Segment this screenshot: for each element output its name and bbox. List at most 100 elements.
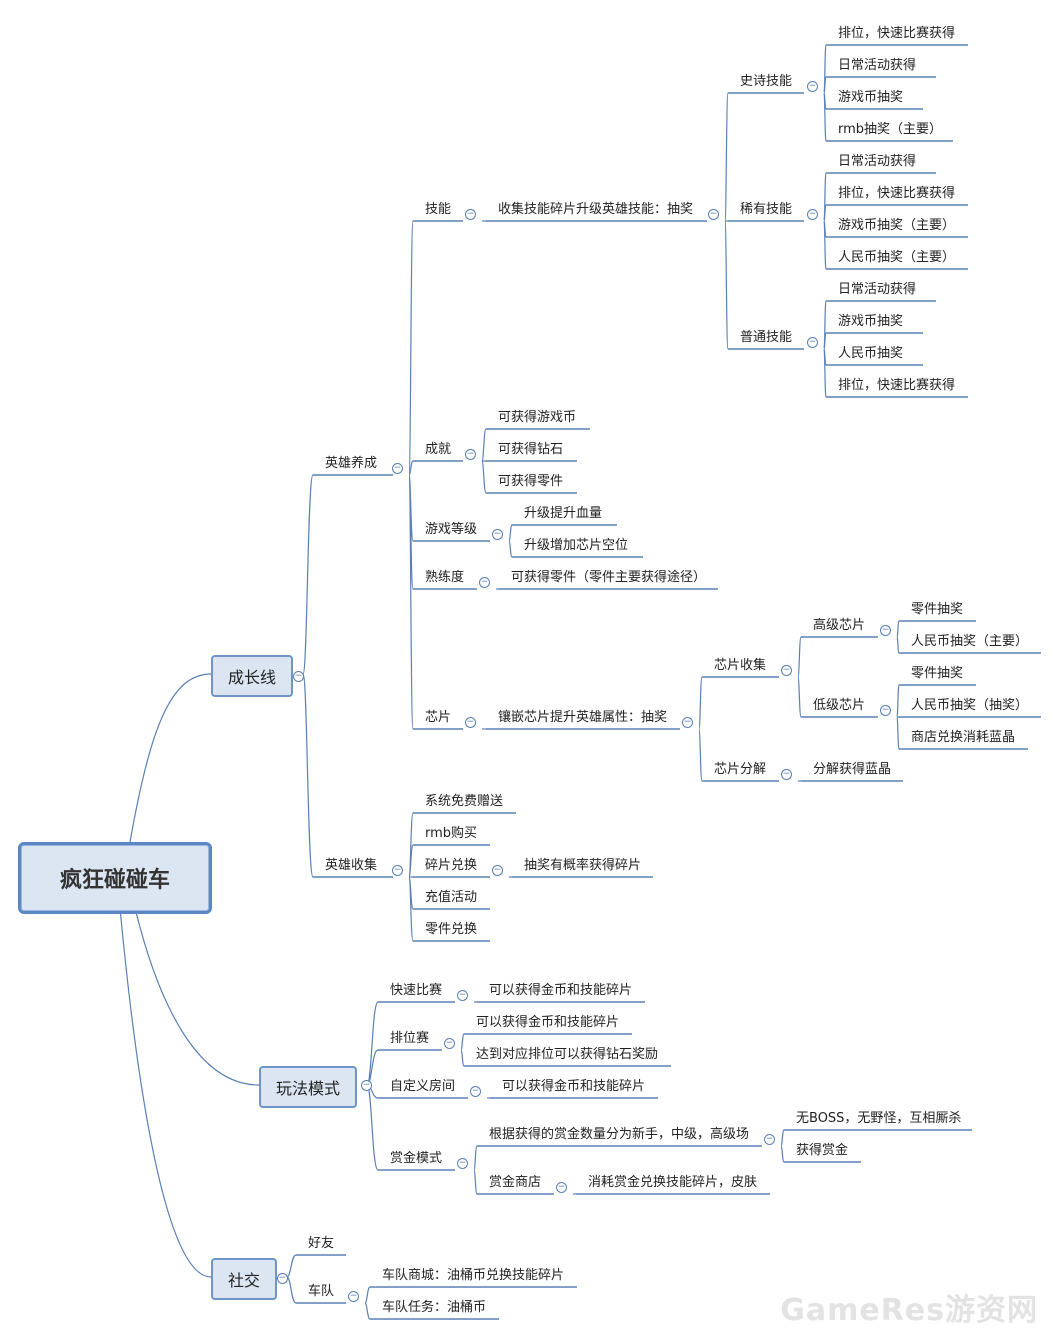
node-custom[interactable]: 自定义房间 [390, 1079, 456, 1094]
collapse-toggle-icon[interactable]: − [444, 1038, 455, 1049]
node-normal-3[interactable]: 人民币抽奖 [838, 346, 904, 361]
node-epic-2[interactable]: 日常活动获得 [838, 58, 917, 73]
collapse-toggle-icon[interactable]: − [293, 671, 304, 682]
node-hero-dev[interactable]: 英雄养成 [325, 456, 378, 471]
node-team-1[interactable]: 车队商城：油桶币兑换技能碎片 [382, 1268, 565, 1283]
node-friends[interactable]: 好友 [308, 1236, 335, 1251]
node-quick-1[interactable]: 可以获得金币和技能碎片 [489, 983, 633, 998]
link-quick [366, 1001, 379, 1086]
node-epic-3[interactable]: 游戏币抽奖 [838, 90, 904, 105]
node-achieve[interactable]: 成就 [425, 442, 452, 457]
collapse-toggle-icon[interactable]: − [880, 625, 891, 636]
node-chip-high-1[interactable]: 零件抽奖 [911, 602, 964, 617]
node-bounty-1-2[interactable]: 获得赏金 [796, 1143, 849, 1158]
collapse-toggle-icon[interactable]: − [479, 577, 490, 588]
node-chip-high-2[interactable]: 人民币抽奖（主要） [911, 634, 1029, 649]
node-custom-1[interactable]: 可以获得金币和技能碎片 [502, 1079, 646, 1094]
node-chip-low-2[interactable]: 人民币抽奖（抽奖） [911, 698, 1029, 713]
collapse-toggle-icon[interactable]: − [807, 81, 818, 92]
node-epic-1[interactable]: 排位，快速比赛获得 [838, 26, 956, 41]
node-chip-low[interactable]: 低级芯片 [813, 698, 866, 713]
collapse-toggle-icon[interactable]: − [781, 665, 792, 676]
collapse-toggle-icon[interactable]: − [764, 1134, 775, 1145]
node-team[interactable]: 车队 [308, 1284, 335, 1299]
node-hc-1[interactable]: 系统免费赠送 [425, 794, 504, 809]
node-hc-4[interactable]: 充值活动 [425, 890, 478, 905]
node-epic[interactable]: 史诗技能 [740, 74, 793, 89]
node-bounty[interactable]: 赏金模式 [390, 1151, 443, 1166]
node-hc-5[interactable]: 零件兑换 [425, 922, 478, 937]
node-social[interactable]: 社交 [211, 1258, 277, 1300]
collapse-toggle-icon[interactable]: − [556, 1182, 567, 1193]
link-epic_4 [823, 92, 827, 142]
collapse-toggle-icon[interactable]: − [392, 463, 403, 474]
node-normal-2[interactable]: 游戏币抽奖 [838, 314, 904, 329]
node-bounty-shop-1[interactable]: 消耗赏金兑换技能碎片，皮肤 [588, 1175, 758, 1190]
node-chip[interactable]: 芯片 [425, 710, 452, 725]
collapse-toggle-icon[interactable]: − [708, 209, 719, 220]
node-chip-low-3[interactable]: 商店兑换消耗蓝晶 [911, 730, 1016, 745]
node-proficiency[interactable]: 熟练度 [425, 570, 465, 585]
node-rare-1[interactable]: 日常活动获得 [838, 154, 917, 169]
node-bounty-1[interactable]: 根据获得的赏金数量分为新手，中级，高级场 [489, 1127, 750, 1142]
node-level-1[interactable]: 升级提升血量 [524, 506, 603, 521]
node-hc-2[interactable]: rmb购买 [425, 826, 478, 841]
link-level_2 [508, 540, 513, 558]
collapse-toggle-icon[interactable]: − [465, 717, 476, 728]
collapse-toggle-icon[interactable]: − [361, 1080, 372, 1091]
node-bounty-1-1[interactable]: 无BOSS，无野怪，互相厮杀 [796, 1111, 962, 1126]
collapse-toggle-icon[interactable]: − [807, 209, 818, 220]
node-epic-4[interactable]: rmb抽奖（主要） [838, 122, 943, 137]
node-chip-high[interactable]: 高级芯片 [813, 618, 866, 633]
node-skill[interactable]: 技能 [425, 202, 452, 217]
node-ranked[interactable]: 排位赛 [390, 1031, 430, 1046]
node-quick[interactable]: 快速比赛 [390, 983, 443, 998]
node-level[interactable]: 游戏等级 [425, 522, 478, 537]
root-node[interactable]: 疯狂碰碰车 [18, 842, 212, 914]
node-achieve-1[interactable]: 可获得游戏币 [498, 410, 577, 425]
collapse-toggle-icon[interactable]: − [492, 529, 503, 540]
node-normal[interactable]: 普通技能 [740, 330, 793, 345]
node-chip-split-1[interactable]: 分解获得蓝晶 [813, 762, 892, 777]
node-achieve-2[interactable]: 可获得钻石 [498, 442, 564, 457]
link-ranked_1 [460, 1033, 465, 1051]
collapse-toggle-icon[interactable]: − [470, 1086, 481, 1097]
node-normal-1[interactable]: 日常活动获得 [838, 282, 917, 297]
node-achieve-3[interactable]: 可获得零件 [498, 474, 564, 489]
node-chip-low-1[interactable]: 零件抽奖 [911, 666, 964, 681]
link-chip_collect [698, 676, 703, 730]
collapse-toggle-icon[interactable]: − [807, 337, 818, 348]
collapse-toggle-icon[interactable]: − [392, 865, 403, 876]
node-modes[interactable]: 玩法模式 [259, 1066, 357, 1108]
collapse-toggle-icon[interactable]: − [465, 209, 476, 220]
collapse-toggle-icon[interactable]: − [682, 717, 693, 728]
collapse-toggle-icon[interactable]: − [457, 990, 468, 1001]
node-level-2[interactable]: 升级增加芯片空位 [524, 538, 629, 553]
node-chip-collect[interactable]: 芯片收集 [714, 658, 767, 673]
collapse-toggle-icon[interactable]: − [457, 1158, 468, 1169]
node-rare[interactable]: 稀有技能 [740, 202, 793, 217]
node-ranked-2[interactable]: 达到对应排位可以获得钻石奖励 [476, 1047, 659, 1062]
node-team-2[interactable]: 车队任务：油桶币 [382, 1300, 487, 1315]
node-rare-2[interactable]: 排位，快速比赛获得 [838, 186, 956, 201]
node-hc-3-1[interactable]: 抽奖有概率获得碎片 [524, 858, 642, 873]
collapse-toggle-icon[interactable]: − [465, 449, 476, 460]
node-bounty-shop[interactable]: 赏金商店 [489, 1175, 542, 1190]
collapse-toggle-icon[interactable]: − [880, 705, 891, 716]
node-skill-desc[interactable]: 收集技能碎片升级英雄技能：抽奖 [498, 202, 694, 217]
node-hero-collect[interactable]: 英雄收集 [325, 858, 378, 873]
link-hero_collect [302, 673, 314, 878]
node-rare-4[interactable]: 人民币抽奖（主要） [838, 250, 956, 265]
node-proficiency-1[interactable]: 可获得零件（零件主要获得途径） [511, 570, 707, 585]
collapse-toggle-icon[interactable]: − [492, 865, 503, 876]
collapse-toggle-icon[interactable]: − [781, 769, 792, 780]
node-growth[interactable]: 成长线 [211, 655, 293, 697]
node-hc-3[interactable]: 碎片兑换 [425, 858, 478, 873]
node-ranked-1[interactable]: 可以获得金币和技能碎片 [476, 1015, 620, 1030]
collapse-toggle-icon[interactable]: − [277, 1273, 288, 1284]
node-normal-4[interactable]: 排位，快速比赛获得 [838, 378, 956, 393]
node-chip-desc[interactable]: 镶嵌芯片提升英雄属性：抽奖 [498, 710, 668, 725]
collapse-toggle-icon[interactable]: − [348, 1291, 359, 1302]
node-rare-3[interactable]: 游戏币抽奖（主要） [838, 218, 956, 233]
node-chip-split[interactable]: 芯片分解 [714, 762, 767, 777]
